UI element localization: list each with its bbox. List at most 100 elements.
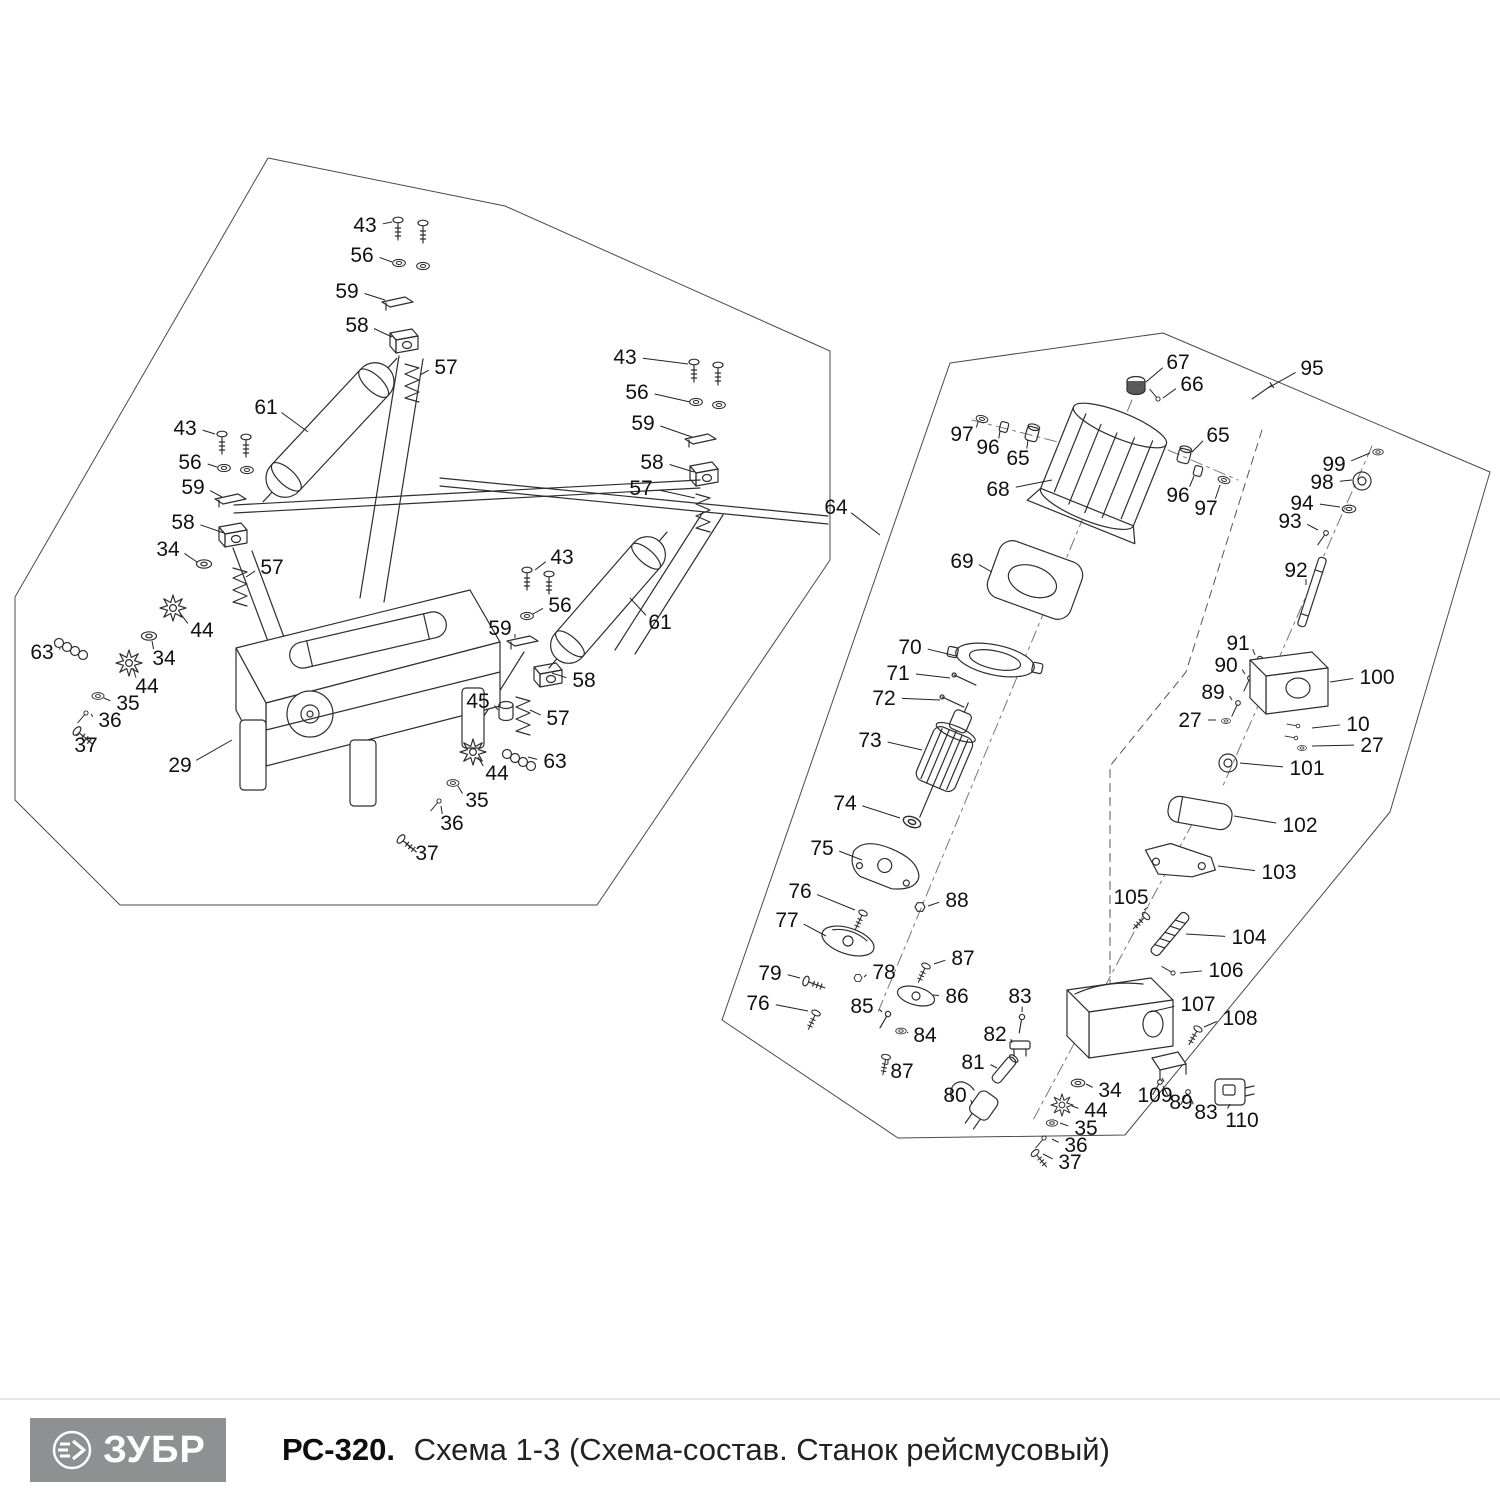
part-label: 110 [1225, 1109, 1258, 1132]
part-65-brush-cap [1024, 423, 1041, 443]
part-label: 77 [775, 909, 798, 932]
part-label: 37 [1058, 1151, 1081, 1174]
footer-content: ЗУБР РС-320. Схема 1-3 (Схема-состав. Ст… [0, 1400, 1500, 1500]
left-section-boundary [14, 157, 831, 906]
part-label: 97 [1194, 497, 1217, 520]
part-label: 29 [168, 754, 191, 777]
part-label: 95 [1300, 357, 1323, 380]
part-71-pin [951, 672, 977, 686]
part-69-stator [986, 540, 1084, 620]
part-65-brush-cap [1176, 445, 1193, 465]
part-44-sprocket [159, 594, 187, 622]
leader-line [132, 667, 137, 678]
part-label: 57 [260, 556, 283, 579]
part-37-screw [1029, 1147, 1051, 1171]
leader-line [1161, 1077, 1165, 1082]
part-label: 27 [1360, 734, 1383, 757]
leader-line [1239, 762, 1284, 768]
part-79-screw [801, 974, 828, 994]
part-label: 56 [178, 451, 201, 474]
part-56-washer [217, 463, 231, 473]
part-96-bushing [1192, 464, 1204, 478]
part-34-washer [195, 559, 213, 569]
leader-line [457, 785, 463, 794]
part-label: 87 [951, 947, 974, 970]
part-99-washer [1372, 448, 1384, 456]
leader-line [1229, 695, 1233, 701]
model-number: РС-320. [282, 1432, 395, 1467]
leader-line [209, 490, 223, 498]
part-label: 94 [1290, 492, 1314, 515]
part-27-washer [1221, 718, 1231, 724]
part-68-motor-housing [1026, 402, 1168, 545]
part-label: 101 [1289, 757, 1324, 780]
leader-line [1026, 439, 1029, 449]
diagram-title: РС-320. Схема 1-3 (Схема-состав. Станок … [282, 1432, 1110, 1468]
part-label: 36 [440, 812, 463, 835]
part-98-bearing [1352, 471, 1372, 491]
part-57-spring [232, 567, 248, 607]
part-label: 93 [1278, 510, 1301, 533]
part-label: 35 [116, 692, 139, 715]
leader-line [642, 357, 689, 365]
leader-line [1217, 865, 1256, 872]
leader-line [207, 463, 218, 468]
diagram-subtitle: Схема 1-3 (Схема-состав. Станок рейсмусо… [413, 1432, 1110, 1467]
leader-line [660, 425, 693, 438]
leader-line [1214, 484, 1221, 499]
part-75-bearing-bracket [851, 843, 920, 890]
leader-line [1306, 523, 1319, 531]
leader-line [901, 697, 941, 701]
leader-line [878, 1008, 883, 1013]
part-101-bearing [1218, 753, 1238, 773]
part-label: 82 [983, 1023, 1006, 1046]
part-78-nut [853, 974, 863, 982]
part-label: 37 [415, 842, 438, 865]
part-label: 91 [1226, 632, 1249, 655]
part-label: 63 [30, 641, 53, 664]
zubr-logo-icon [52, 1430, 92, 1470]
part-label: 71 [886, 662, 909, 685]
leader-line [863, 974, 867, 978]
part-87-screw [877, 1053, 892, 1077]
leader-line [1252, 649, 1256, 656]
part-label: 109 [1137, 1084, 1172, 1107]
leader-line [1351, 452, 1371, 462]
part-label: 58 [171, 511, 194, 534]
part-106-screw [1160, 964, 1177, 977]
part-56-washer [240, 465, 254, 475]
part-label: 75 [810, 837, 833, 860]
leader-line [494, 705, 499, 711]
part-label: 87 [890, 1060, 913, 1083]
part-label: 66 [1180, 373, 1203, 396]
inner-dashed-boundary [1109, 429, 1263, 1051]
leader-line [1179, 970, 1203, 974]
part-56-washer [416, 261, 430, 271]
leader-line [1311, 744, 1355, 747]
part-label: 36 [98, 709, 121, 732]
part-85-screw [877, 1009, 893, 1030]
leader-line [1241, 669, 1246, 675]
part-label: 96 [1166, 484, 1189, 507]
part-label: 83 [1008, 985, 1031, 1008]
part-43-screw [688, 358, 700, 383]
part-83-screw [1016, 1013, 1026, 1034]
part-label: 73 [858, 729, 881, 752]
leader-line [927, 901, 940, 907]
part-102-pad [1167, 795, 1233, 831]
part-74-bearing [901, 813, 923, 831]
part-label: 10 [1346, 713, 1369, 736]
part-label: 74 [833, 792, 857, 815]
part-label: 59 [631, 412, 654, 435]
part-label: 56 [625, 381, 648, 404]
part-36-washer [1033, 1134, 1048, 1150]
part-82-cable-clamp [1009, 1040, 1031, 1057]
part-label: 99 [1322, 453, 1345, 476]
part-84-washer [895, 1027, 907, 1035]
leader-line [379, 256, 393, 263]
part-label: 79 [758, 962, 781, 985]
leader-line [529, 709, 541, 716]
leader-line [927, 648, 957, 657]
part-109-bracket [1151, 1051, 1187, 1081]
